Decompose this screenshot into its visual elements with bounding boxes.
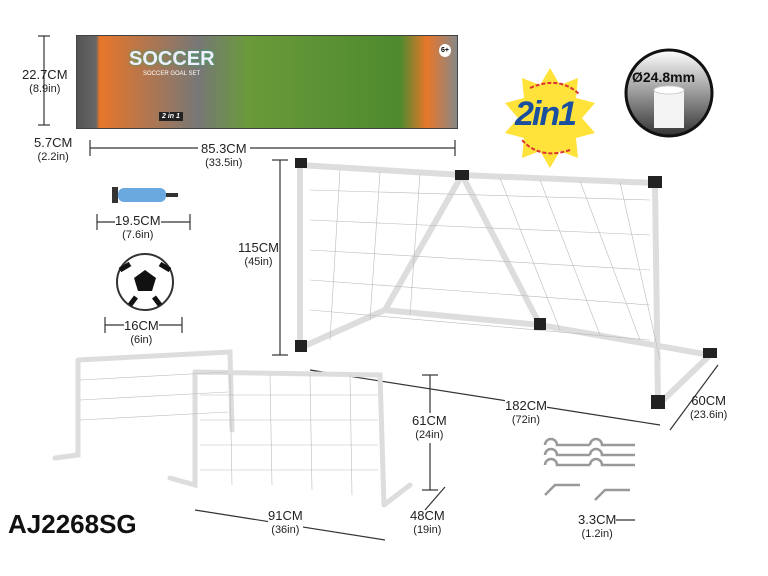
box-width-label: 85.3CM(33.5in)	[198, 141, 250, 171]
2in1-label: 2in1	[515, 95, 577, 133]
pump-icon	[112, 187, 178, 203]
small-goal-depth-label: 48CM(19in)	[410, 508, 445, 536]
soccer-ball-icon	[116, 253, 174, 311]
ball-size-label: 16CM(6in)	[124, 318, 159, 348]
tube-diameter-label: Ø24.8mm	[632, 69, 696, 85]
large-goal-height-label: 115CM(45in)	[238, 240, 279, 270]
box-height-label: 22.7CM(8.9in)	[22, 67, 68, 95]
2in1-star-badge	[505, 68, 595, 168]
small-goal-height-label: 61CM(24in)	[412, 413, 447, 443]
large-goal-width-label: 182CM(72in)	[505, 398, 547, 428]
model-number: AJ2268SG	[8, 509, 137, 539]
large-goal-icon	[297, 162, 717, 408]
small-goal-icon	[52, 349, 413, 508]
product-box: SOCCER SOCCER GOAL SET 2 in 1 6+	[76, 35, 458, 129]
age-badge: 6+	[439, 44, 451, 57]
box-title: SOCCER	[129, 48, 215, 70]
ground-peg-icons	[543, 437, 635, 501]
small-goal-width-label: 91CM(36in)	[268, 508, 303, 538]
box-badge: 2 in 1	[159, 112, 183, 121]
box-subtitle: SOCCER GOAL SET	[143, 71, 201, 77]
peg-size-label: 3.3CM(1.2in)	[578, 512, 617, 542]
pump-size-label: 19.5CM(7.6in)	[115, 213, 161, 243]
large-goal-depth-label: 60CM(23.6in)	[690, 393, 728, 421]
tube-diameter-icon	[624, 48, 714, 138]
box-depth-label: 5.7CM(2.2in)	[34, 135, 73, 163]
